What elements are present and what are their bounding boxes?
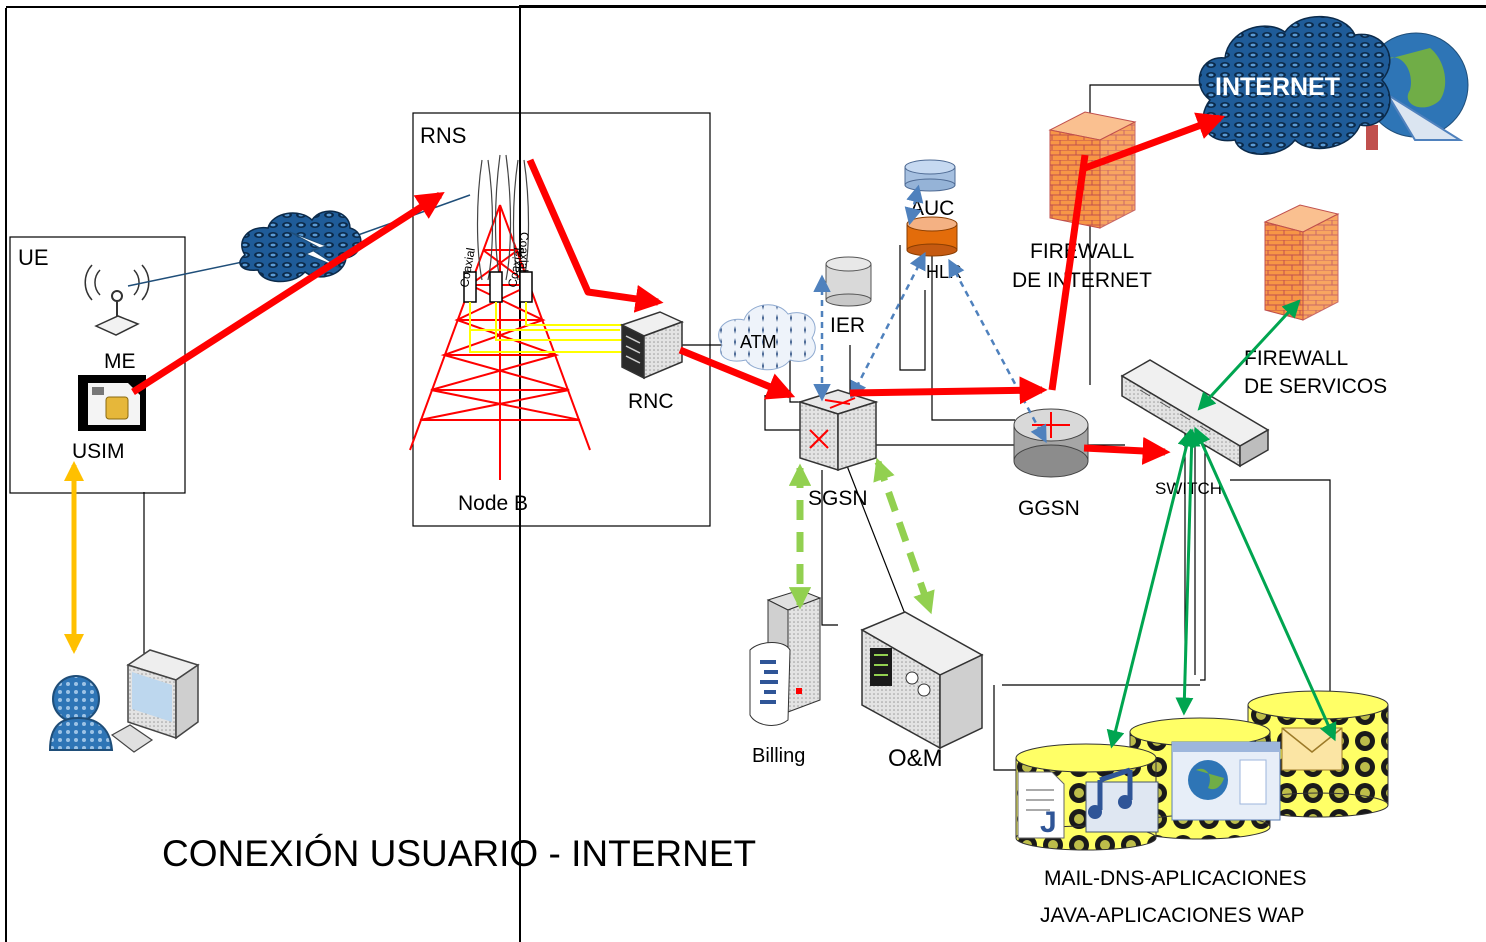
ggsn-router-icon[interactable]: [1013, 408, 1089, 478]
switch-label: SWITCH: [1155, 479, 1222, 498]
coaxial-label-1: Coaxial: [457, 247, 478, 289]
hlr-database-icon[interactable]: [906, 216, 958, 257]
auc-database-icon[interactable]: [904, 159, 956, 192]
management-links: [788, 457, 935, 615]
media-file-icon: [1085, 767, 1159, 833]
firewall-servicios-label-2: DE SERVICOS: [1244, 375, 1387, 398]
firewall-servicios-icon[interactable]: [1263, 204, 1340, 321]
coaxial-label-2: Coaxial: [505, 247, 526, 289]
pc-icon[interactable]: [110, 649, 200, 753]
atm-label: ATM: [740, 332, 777, 352]
web-browser-icon: [1171, 741, 1281, 821]
sgsn-switch-icon[interactable]: [797, 389, 879, 472]
signaling-links: [813, 184, 1047, 444]
servers-label-2: JAVA-APLICACIONES WAP: [1040, 904, 1305, 927]
node-b-tower-icon[interactable]: [409, 154, 630, 480]
internet-label: INTERNET: [1215, 73, 1340, 101]
billing-server-icon[interactable]: [749, 589, 822, 726]
me-label: ME: [104, 350, 136, 373]
om-terminal-icon[interactable]: [860, 611, 984, 750]
rns-group-box: [412, 112, 711, 527]
firewall-internet-icon[interactable]: [1048, 111, 1137, 229]
atm-cloud-icon[interactable]: [718, 304, 816, 371]
ier-database-icon[interactable]: [825, 256, 872, 307]
ue-label: UE: [18, 245, 49, 270]
service-links: [1106, 299, 1337, 749]
svg-text:J: J: [1040, 806, 1057, 839]
me-router-icon[interactable]: [84, 264, 150, 336]
usim-label: USIM: [72, 440, 125, 463]
java-document-icon: J: [1017, 771, 1065, 839]
firewall-servicios-label-1: FIREWALL: [1244, 347, 1348, 370]
om-label: O&M: [888, 745, 943, 772]
usim-card-icon[interactable]: [78, 375, 146, 431]
firewall-internet-label-1: FIREWALL: [1030, 240, 1134, 263]
coaxial-label-3: Coaxial: [517, 232, 531, 272]
diagram-title: CONEXIÓN USUARIO - INTERNET: [162, 833, 756, 874]
ier-label: IER: [830, 314, 865, 337]
radio-cloud-icon: [239, 210, 362, 283]
firewall-internet-label-2: DE INTERNET: [1012, 269, 1152, 292]
ggsn-label: GGSN: [1018, 497, 1080, 520]
user-icon: [48, 675, 114, 751]
internet-cloud-icon[interactable]: [1198, 15, 1391, 155]
rns-label: RNS: [420, 123, 466, 148]
billing-label: Billing: [752, 745, 805, 767]
sgsn-label: SGSN: [808, 487, 868, 510]
servers-label-1: MAIL-DNS-APLICACIONES: [1044, 867, 1307, 890]
data-path-arrows: [131, 112, 1226, 465]
ue-group-box: [9, 236, 186, 494]
wired-connections: [143, 84, 1331, 771]
rnc-label: RNC: [628, 390, 674, 413]
rnc-icon[interactable]: [620, 311, 684, 380]
node-b-label: Node B: [458, 492, 528, 515]
